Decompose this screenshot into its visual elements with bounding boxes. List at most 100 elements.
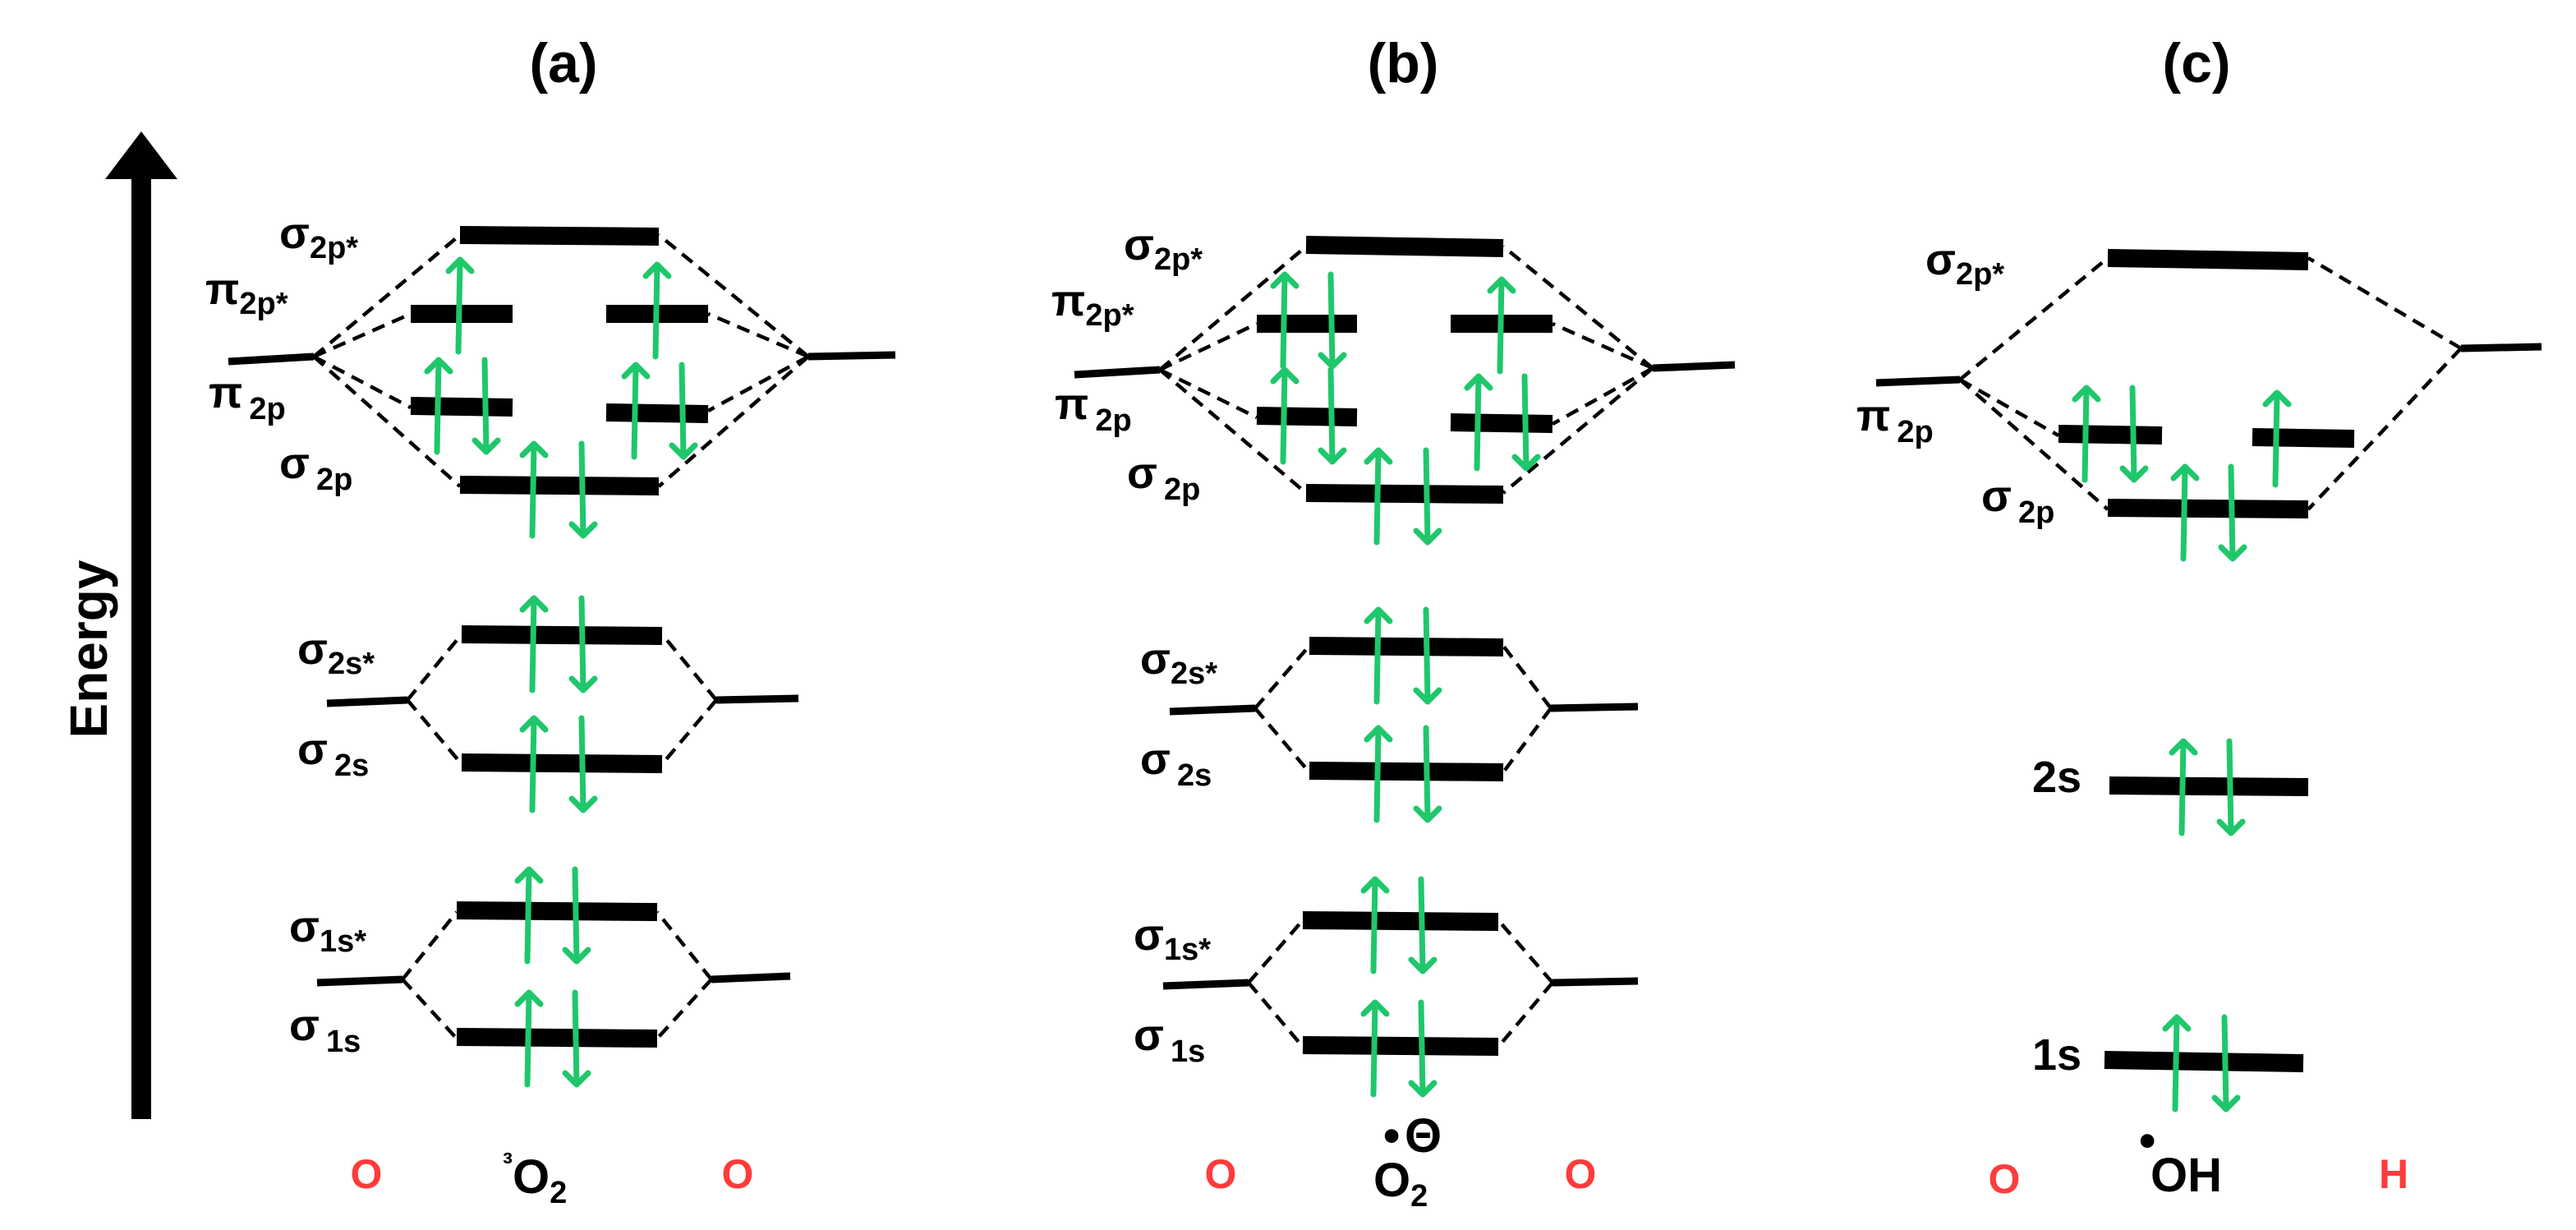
panel-b-sigma-2p-star-level: [1305, 236, 1504, 257]
panel-a-sigma-2p-level: [459, 476, 660, 495]
panel-c-right-1s-level: [2460, 343, 2542, 352]
panel-a-pi-2p-level-right: [605, 403, 709, 423]
panel-b-sigma-2s-up-electron: [1364, 725, 1393, 823]
panel-a-pi-2p-left-up-electron: [424, 357, 453, 455]
panel-c-label-2s: 2s: [2032, 753, 2082, 802]
panel-b-sigma-2s-level: [1309, 762, 1504, 781]
panel-b-label-pi-2p-star: π2p*: [1051, 276, 1134, 333]
panel-a-sigma-1s-level: [456, 1028, 658, 1048]
panel-c-left-2p-level: [1875, 375, 1961, 387]
electron-spin-arrows: [424, 256, 2292, 1113]
panel-a-sigma-2p-down-electron: [568, 440, 598, 539]
panel-a-label-sigma-1s-star: σ1s*: [289, 902, 366, 959]
panel-b-label-sigma-1s-star: σ1s*: [1134, 910, 1211, 967]
panel-a-sigma-1s-star-level: [456, 901, 658, 921]
panel-c-right-atom-label: H: [2379, 1151, 2408, 1197]
panel-a-right-2p-level: [807, 351, 896, 361]
panel-c-left-atom-label: O: [1989, 1156, 2021, 1202]
panel-b-sigma-2s-star-level: [1309, 637, 1504, 656]
panel-b-sigma-2p-down-electron: [1413, 447, 1442, 546]
energy-axis: Energy: [59, 131, 177, 1119]
energy-axis-label: Energy: [59, 560, 118, 738]
panel-a-pi-2p-star-left-up-electron: [445, 256, 475, 355]
panel-a-label-pi-2p-star: π2p*: [205, 265, 288, 321]
panel-c-2s-down-electron: [2216, 738, 2246, 836]
panel-a-sigma-2s-level: [461, 753, 663, 773]
panel-a-species-label: ³O2: [503, 1146, 567, 1210]
panel-c-atomic-orbitals: [1875, 343, 2542, 387]
panel-b-pi-2p-star-right-up-electron: [1487, 276, 1516, 375]
panel-c-pi-2p-level-right: [2252, 428, 2355, 448]
panel-b-charge-symbol: Θ: [1405, 1109, 1442, 1163]
panel-c-label-sigma-2p-star: σ2p*: [1925, 235, 2004, 292]
panel-c-sigma-2p-up-electron: [2170, 463, 2200, 562]
panel-a-sigma-1s-up-electron: [514, 989, 544, 1088]
panel-b-pi-2p-star-left-down-electron: [1318, 271, 1347, 370]
panel-a-sigma-2p-star-level: [459, 226, 660, 246]
panel-a-sigma-2s-star-level: [461, 625, 663, 645]
panel-c-1s-down-electron: [2211, 1014, 2241, 1113]
panel-b-sigma-1s-star-up-electron: [1360, 876, 1390, 974]
panel-c-pi-2p-right-up-electron: [2262, 389, 2292, 488]
panel-b-pi-2p-right-down-electron: [1511, 373, 1541, 472]
panel-a-pi-2p-level-left: [410, 397, 513, 417]
panel-b-sigma-1s-star-level: [1302, 911, 1499, 931]
panel-c-2s-up-electron: [2169, 738, 2198, 836]
panel-a-sigma-2s-star-up-electron: [519, 595, 549, 693]
panel-c-pi-2p-left-up-electron: [2072, 385, 2101, 483]
panel-c-radical-dot: •: [2139, 1114, 2155, 1168]
panel-b-pi-2p-star-left-up-electron: [1270, 271, 1300, 370]
panel-c-label-1s: 1s: [2032, 1030, 2082, 1080]
panel-b-pi-2p-left-up-electron: [1270, 366, 1300, 465]
panel-c-1s-up-electron: [2162, 1014, 2192, 1113]
panel-b-label-sigma-2s-star: σ2s*: [1140, 634, 1217, 691]
panel-b-sigma-2s-down-electron: [1413, 725, 1442, 823]
panel-a-sigma-2p-up-electron: [519, 440, 549, 539]
panel-b-right-2p-level: [1652, 361, 1736, 372]
panel-b-species-label: O2 • Θ: [1373, 1109, 1442, 1214]
panel-b-right-atom-label: O: [1565, 1151, 1597, 1197]
panel-b-title: (b): [1368, 32, 1439, 94]
panel-b-right-2s-level: [1550, 703, 1639, 712]
panel-a-left-2s-level: [326, 696, 408, 707]
panel-a-label-sigma-2p-star: σ2p*: [279, 209, 358, 265]
panel-b-sigma-1s-down-electron: [1408, 999, 1438, 1098]
panel-a-pi-2p-star-right-up-electron: [642, 261, 672, 360]
panel-b-atomic-orbitals: [1074, 361, 1736, 990]
panel-a-sigma-2s-up-electron: [519, 715, 549, 813]
panel-a-left-atom-label: O: [351, 1151, 383, 1197]
panel-b-left-atom-label: O: [1205, 1151, 1237, 1197]
panel-a-pi-2p-right-up-electron: [621, 362, 651, 460]
panel-b-sigma-2s-star-up-electron: [1364, 606, 1393, 705]
panel-a-sigma-2s-down-electron: [568, 715, 598, 813]
panel-c-sigma-2p-level: [2107, 499, 2309, 518]
panel-b-left-1s-level: [1162, 979, 1249, 990]
panel-c-pi-2p-level-left: [2058, 425, 2163, 445]
panel-a-left-1s-level: [316, 975, 403, 987]
panel-a-right-atom-label: O: [722, 1151, 754, 1197]
panel-b-connectors: [1158, 245, 1654, 1048]
panel-c-1s-level: [2104, 1051, 2304, 1072]
panel-a-connectors: [312, 233, 810, 1040]
panel-b-pi-2p-left-down-electron: [1318, 366, 1347, 465]
panel-b-pi-2p-level-left: [1256, 407, 1358, 426]
panel-b-right-1s-level: [1552, 977, 1639, 987]
panel-c-sigma-2p-down-electron: [2218, 463, 2247, 562]
panel-a-pi-2p-left-down-electron: [472, 357, 501, 455]
panel-c-pi-2p-left-down-electron: [2119, 385, 2149, 483]
panel-b-sigma-2p-level: [1305, 484, 1504, 504]
panel-b-sigma-1s-level: [1302, 1036, 1499, 1056]
panel-a-sigma-1s-star-down-electron: [562, 866, 591, 965]
energy-axis-arrowhead: [105, 131, 177, 179]
panel-b-pi-2p-right-up-electron: [1464, 373, 1493, 472]
panel-b-sigma-1s-star-down-electron: [1408, 876, 1438, 974]
panel-b-left-2p-level: [1074, 366, 1161, 379]
